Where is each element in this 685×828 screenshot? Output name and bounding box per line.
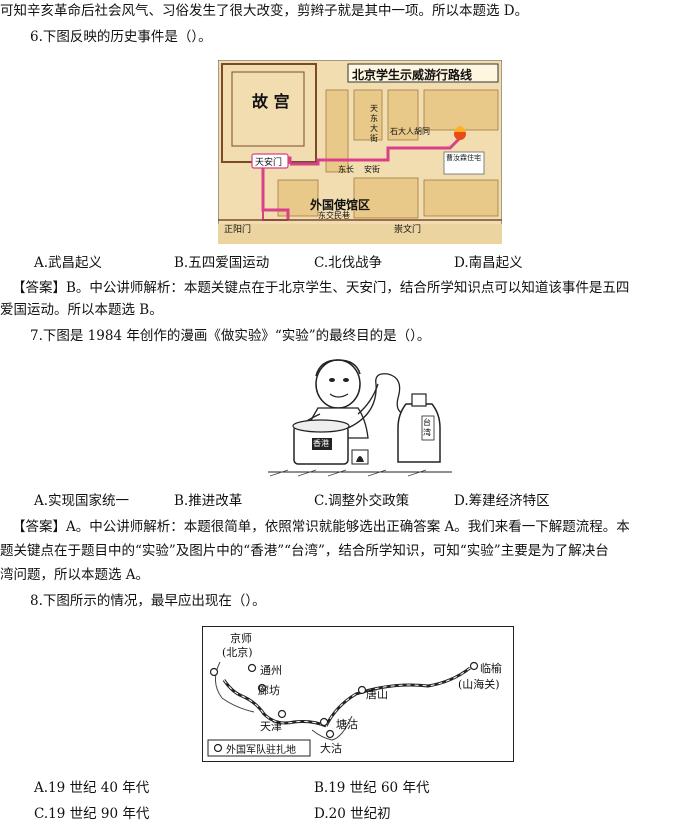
tianjin-label: 天津 xyxy=(260,720,282,733)
answer-7-line2: 题关键点在于题目中的“实验”及图片中的“香港”“台湾”，结合所学知识，可知“实验… xyxy=(0,543,609,559)
q8-option-a[interactable]: A.19 世纪 40 年代 xyxy=(34,780,150,796)
question-6: 6.下图反映的历史事件是（）。 xyxy=(30,29,212,45)
q8-option-c[interactable]: C.19 世纪 90 年代 xyxy=(34,806,150,822)
zhengyang-label: 正阳门 xyxy=(224,225,252,235)
langfang-label: 廊坊 xyxy=(258,684,280,697)
anjie-label: 安街 xyxy=(364,165,380,174)
q8-option-d[interactable]: D.20 世纪初 xyxy=(314,806,391,822)
tiananmen-label: 天安门 xyxy=(255,158,283,168)
answer-6-line2: 爱国运动。所以本题选 B。 xyxy=(0,302,163,318)
q8-option-b[interactable]: B.19 世纪 60 年代 xyxy=(314,780,430,796)
tiandong-label: 天东大街 xyxy=(370,104,378,143)
tangshan-label: 唐山 xyxy=(366,688,388,701)
q7-option-a[interactable]: A.实现国家统一 xyxy=(34,493,130,509)
answer-6-line1: 【答案】B。中公讲师解析：本题关键点在于北京学生、天安门，结合所学知识点可以知道… xyxy=(12,280,630,296)
dongjiao-label: 东交民巷 xyxy=(318,211,350,220)
experiment-cartoon: 香港 台湾 xyxy=(268,354,452,480)
dongchang-label: 东长 xyxy=(338,165,354,174)
question-7: 7.下图是 1984 年创作的漫画《做实验》“实验”的最终目的是（）。 xyxy=(30,328,431,344)
q6-option-c[interactable]: C.北伐战争 xyxy=(314,255,383,271)
linyu-label: 临榆 xyxy=(480,662,502,675)
beijing-label: (北京) xyxy=(222,646,253,659)
beijing-protest-map: 北京学生示威游行路线 故 宫 天安门 外国使馆区 东长 安街 正阳门 崇文门 东… xyxy=(217,59,503,245)
cao-residence-label: 曹汝霖住宅 xyxy=(446,154,481,162)
shidaren-label: 石大人胡同 xyxy=(390,127,430,136)
chongwen-label: 崇文门 xyxy=(394,225,422,235)
railway-map: 京师 (北京) 通州 廊坊 天津 塘沽 大沽 唐山 临榆 (山海关) 外国军队驻… xyxy=(202,626,514,762)
tanggu-label: 塘沽 xyxy=(336,718,358,731)
text-line: 可知辛亥革命后社会风气、习俗发生了很大改变，剪辫子就是其中一项。所以本题选 D。 xyxy=(0,3,529,19)
q6-option-a[interactable]: A.武昌起义 xyxy=(34,255,103,271)
question-8: 8.下图所示的情况，最早应出现在（）。 xyxy=(30,593,266,609)
map-title: 北京学生示威游行路线 xyxy=(352,68,473,82)
legend-label: 外国军队驻扎地 xyxy=(226,745,296,756)
dagu-label: 大沽 xyxy=(320,742,342,755)
tongzhou-label: 通州 xyxy=(260,664,282,677)
taiwan-label: 台湾 xyxy=(423,418,431,437)
gugong-label: 故 宫 xyxy=(252,92,290,111)
q6-option-b[interactable]: B.五四爱国运动 xyxy=(174,255,270,271)
q7-option-c[interactable]: C.调整外交政策 xyxy=(314,493,410,509)
shanhaiguan-label: (山海关) xyxy=(458,678,500,691)
legation-label: 外国使馆区 xyxy=(310,198,371,212)
answer-7-line3: 湾问题，所以本题选 A。 xyxy=(0,567,150,583)
answer-7-line1: 【答案】A。中公讲师解析：本题很简单，依照常识就能够选出正确答案 A。我们来看一… xyxy=(12,519,630,535)
q6-option-d[interactable]: D.南昌起义 xyxy=(454,255,523,271)
q7-option-b[interactable]: B.推进改革 xyxy=(174,493,243,509)
jingshi-label: 京师 xyxy=(230,632,252,645)
q7-option-d[interactable]: D.筹建经济特区 xyxy=(454,493,550,509)
hongkong-label: 香港 xyxy=(313,439,329,448)
